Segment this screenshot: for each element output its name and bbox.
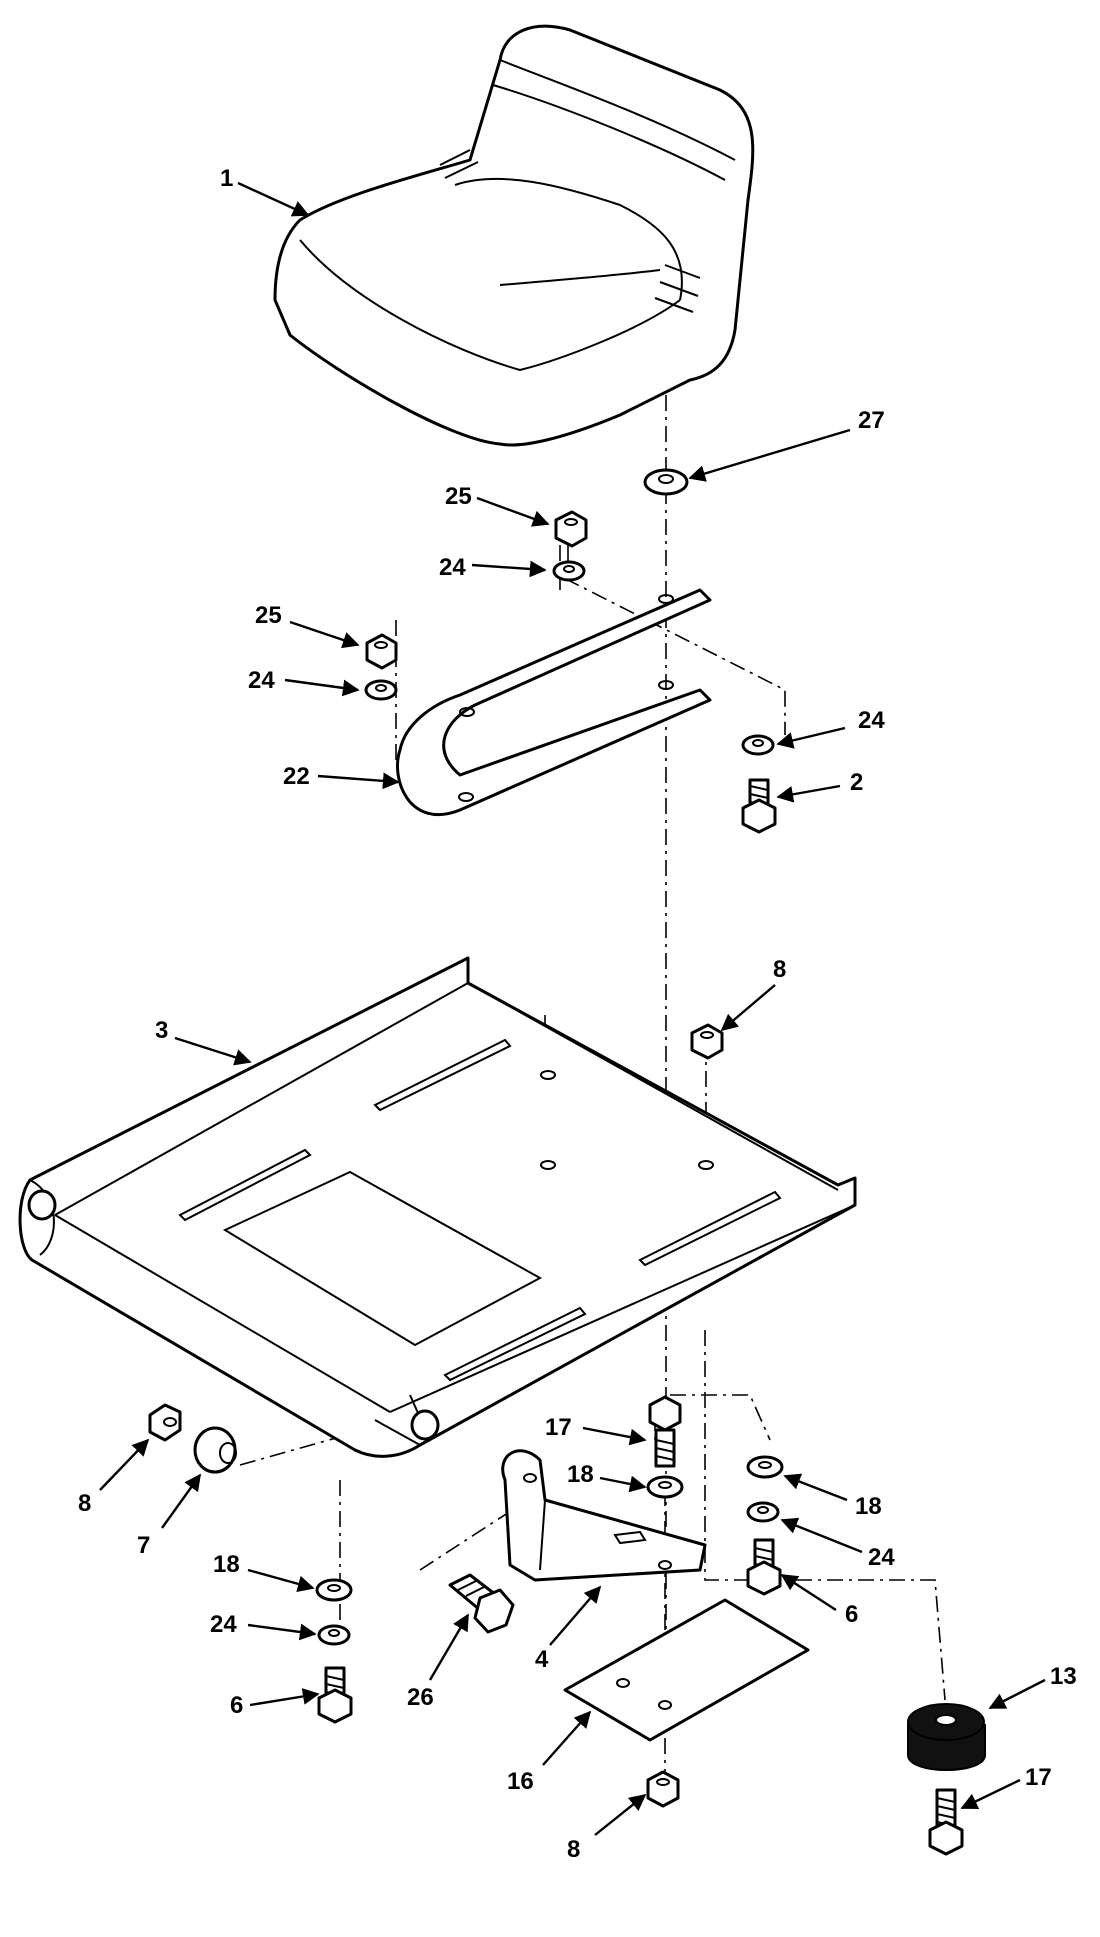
callout-18: 18 — [213, 1551, 240, 1578]
bolt-17-lower — [928, 1788, 964, 1856]
callout-24: 24 — [868, 1544, 895, 1571]
bolt-6-right — [746, 1538, 782, 1596]
callout-18: 18 — [567, 1461, 594, 1488]
callout-25: 25 — [255, 602, 282, 629]
lockwasher-24-lower-left — [317, 1624, 351, 1646]
callout-27: 27 — [858, 407, 885, 434]
callout-8: 8 — [567, 1836, 580, 1863]
lockwasher-24-left — [364, 679, 398, 701]
callout-18: 18 — [855, 1493, 882, 1520]
seat-platform-3 — [18, 956, 857, 1458]
nut-25-left — [365, 633, 398, 670]
callout-3: 3 — [155, 1017, 168, 1044]
callout-26: 26 — [407, 1684, 434, 1711]
callout-7: 7 — [137, 1532, 150, 1559]
seat-bracket-22 — [396, 588, 712, 817]
washer-18-center — [646, 1475, 684, 1499]
washer-18-left — [315, 1578, 353, 1602]
bumper-13 — [907, 1703, 986, 1771]
bolt-17-upper — [648, 1395, 682, 1468]
callout-24: 24 — [248, 667, 275, 694]
nut-8-bottom — [646, 1770, 680, 1808]
callout-8: 8 — [773, 956, 786, 983]
spacer-7 — [193, 1426, 237, 1474]
callout-1: 1 — [220, 165, 233, 192]
callout-25: 25 — [445, 483, 472, 510]
washer-18-right — [746, 1455, 784, 1479]
nut-8-upper — [690, 1023, 724, 1060]
callout-13: 13 — [1050, 1663, 1077, 1690]
lockwasher-24-right — [741, 734, 775, 756]
nut-25-upper — [554, 510, 588, 548]
callout-17: 17 — [1025, 1764, 1052, 1791]
callout-6: 6 — [845, 1601, 858, 1628]
leader-arrows — [99, 181, 1046, 1836]
callout-4: 4 — [535, 1646, 549, 1673]
bolt-6-left — [317, 1666, 353, 1724]
callout-labels: 1 27 25 24 25 24 24 22 2 8 3 17 18 18 24… — [78, 165, 1077, 1863]
bolt-26 — [448, 1573, 515, 1634]
seat — [273, 24, 755, 447]
lockwasher-24-lower-right — [746, 1501, 780, 1523]
callout-17: 17 — [545, 1414, 572, 1441]
bolt-2 — [741, 778, 777, 834]
callout-24: 24 — [858, 707, 885, 734]
washer-27 — [643, 468, 689, 496]
bracket-4 — [501, 1449, 707, 1582]
callout-24: 24 — [210, 1611, 237, 1638]
plate-16 — [563, 1598, 810, 1742]
nut-8-left — [148, 1403, 182, 1442]
callout-16: 16 — [507, 1768, 534, 1795]
callout-8: 8 — [78, 1490, 91, 1517]
callout-22: 22 — [283, 763, 310, 790]
callout-2: 2 — [850, 769, 863, 796]
callout-24: 24 — [439, 554, 466, 581]
lockwasher-24-upper — [552, 560, 586, 582]
callout-6: 6 — [230, 1692, 243, 1719]
